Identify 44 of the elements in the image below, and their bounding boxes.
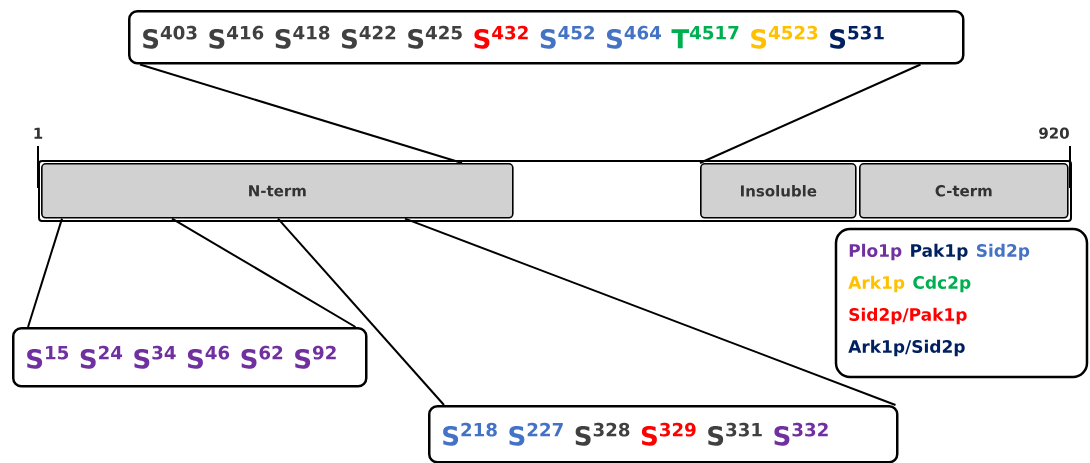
legend-text: Plo1p	[849, 243, 902, 261]
legend-text: Sid2p/Pak1p	[849, 307, 967, 325]
legend-text: Pak1p	[911, 243, 968, 261]
site-label: S$^{422}$	[341, 25, 396, 49]
site-label: S$^{452}$	[540, 25, 594, 49]
leader-line	[171, 217, 357, 328]
site-label: S$^{418}$	[275, 25, 330, 49]
site-label: S$^{15}$	[27, 346, 69, 369]
site-label: S$^{464}$	[607, 25, 661, 49]
site-label: S$^{24}$	[80, 345, 123, 369]
site-label: S$^{329}$	[641, 422, 696, 446]
site-box	[12, 327, 368, 388]
site-label: S$^{403}$	[143, 25, 197, 49]
site-label: S$^{432}$	[474, 25, 528, 49]
site-label: S$^{62}$	[241, 345, 283, 369]
site-label: S$^{218}$	[443, 422, 497, 446]
leader-line	[277, 217, 445, 406]
legend-text: Sid2p	[976, 243, 1030, 261]
domain-box: Insoluble	[700, 163, 857, 219]
site-label: S$^{4523}$	[751, 25, 818, 49]
domain-box: C-term	[859, 163, 1069, 219]
site-label: S$^{92}$	[295, 345, 336, 369]
leader-line	[404, 217, 897, 406]
position-label: 920	[1039, 127, 1069, 139]
position-label: 1	[34, 127, 43, 139]
site-label: S$^{34}$	[134, 345, 176, 369]
leader-line	[139, 63, 463, 164]
leader-line	[699, 63, 922, 164]
legend-text: Ark1p	[848, 275, 905, 293]
site-box	[428, 405, 899, 463]
site-label: S$^{46}$	[187, 345, 230, 369]
site-label: T$^{4517}$	[671, 26, 739, 49]
site-label: S$^{531}$	[830, 25, 884, 49]
site-label: S$^{416}$	[209, 25, 264, 49]
site-label: S$^{227}$	[509, 422, 563, 446]
legend-text: Cdc2p	[913, 275, 971, 293]
site-label: S$^{331}$	[708, 422, 762, 446]
leader-line	[27, 217, 63, 328]
site-label: S$^{332}$	[774, 422, 828, 446]
site-box	[128, 10, 965, 65]
site-label: S$^{425}$	[408, 25, 462, 49]
legend-text: Ark1p/Sid2p	[848, 339, 965, 357]
domain-box: N-term	[41, 163, 514, 219]
site-label: S$^{328}$	[575, 422, 630, 446]
